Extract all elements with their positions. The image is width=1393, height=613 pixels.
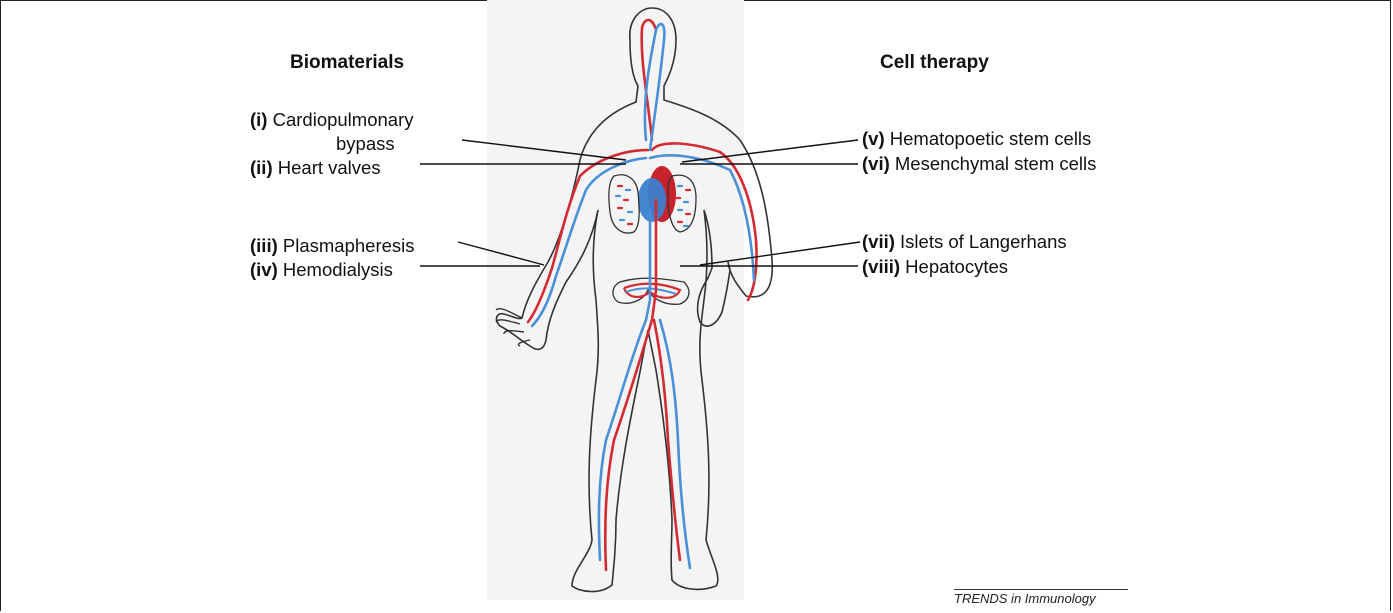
footer-rule [954,589,1128,590]
label-plasmapheresis-text: Plasmapheresis [283,235,415,256]
numeral-viii: (viii) [862,256,900,277]
label-hepatocytes-text: Hepatocytes [905,256,1008,277]
label-cardiopulmonary: (i) Cardiopulmonary [250,109,413,131]
heading-biomaterials: Biomaterials [290,52,404,74]
heading-cell-therapy: Cell therapy [880,52,989,74]
label-hepatocytes: (viii) Hepatocytes [862,256,1008,278]
label-bypass: bypass [336,133,395,155]
pointer-iii [458,242,544,265]
label-heart-valves-text: Heart valves [278,157,381,178]
numeral-v: (v) [862,128,885,149]
arteries [528,20,757,570]
label-islets: (vii) Islets of Langerhans [862,231,1067,253]
label-cardiopulmonary-text: Cardiopulmonary [273,109,414,130]
pointer-i [462,140,626,160]
numeral-iii: (iii) [250,235,278,256]
numeral-iv: (iv) [250,259,278,280]
label-heart-valves: (ii) Heart valves [250,157,381,179]
numeral-i: (i) [250,109,267,130]
numeral-ii: (ii) [250,157,273,178]
footer-credit: TRENDS in Immunology [954,591,1096,606]
numeral-vi: (vi) [862,153,890,174]
label-hematopoetic: (v) Hematopoetic stem cells [862,128,1091,150]
pointer-vii [700,242,860,265]
label-hematopoetic-text: Hematopoetic stem cells [890,128,1092,149]
label-mesenchymal: (vi) Mesenchymal stem cells [862,153,1096,175]
body-outline [497,8,773,592]
pointer-v [682,140,858,162]
label-islets-text: Islets of Langerhans [900,231,1067,252]
label-plasmapheresis: (iii) Plasmapheresis [250,235,415,257]
label-hemodialysis: (iv) Hemodialysis [250,259,393,281]
heart-right [638,178,666,222]
label-mesenchymal-text: Mesenchymal stem cells [895,153,1097,174]
label-hemodialysis-text: Hemodialysis [283,259,393,280]
lung-left [609,175,639,233]
numeral-vii: (vii) [862,231,895,252]
